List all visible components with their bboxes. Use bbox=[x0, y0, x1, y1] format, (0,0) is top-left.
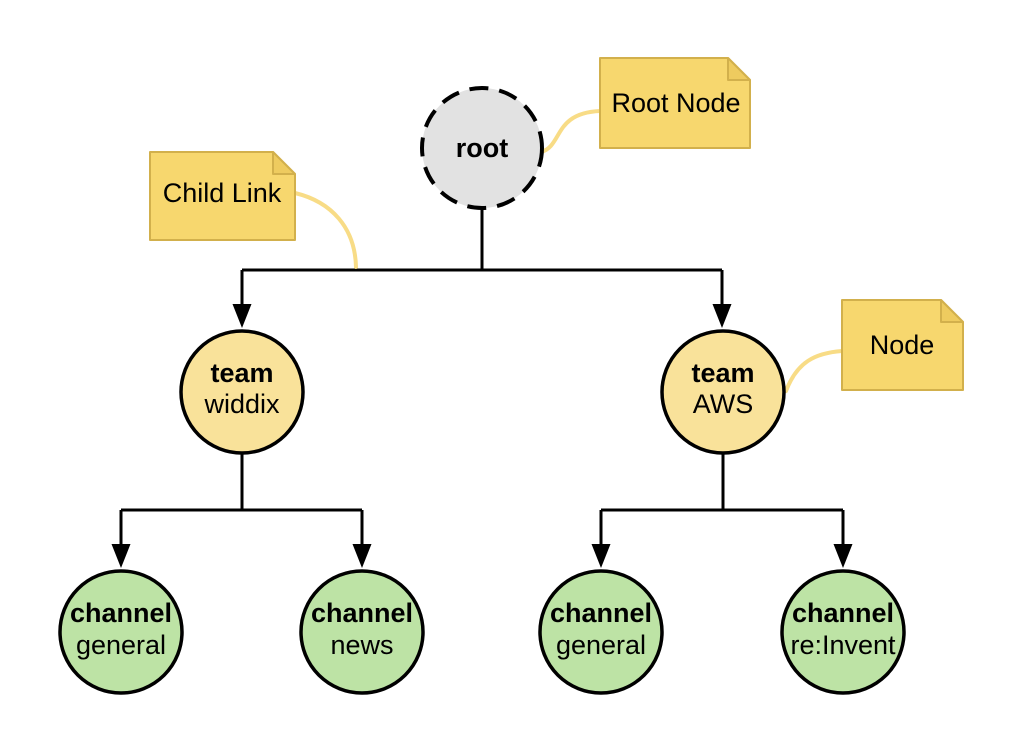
arrowhead-icon bbox=[591, 544, 611, 568]
arrowhead-icon bbox=[352, 544, 372, 568]
arrowhead-icon bbox=[833, 544, 853, 568]
channel-general-aws-circle bbox=[538, 569, 664, 695]
sticky-note-root-node: Root Node bbox=[599, 57, 751, 149]
team-widdix-circle bbox=[179, 329, 305, 455]
channel-type-label: channel bbox=[311, 598, 413, 628]
channel-type-label: channel bbox=[550, 598, 652, 628]
note-tail-root-node bbox=[539, 109, 602, 154]
note-tail-node bbox=[784, 349, 844, 393]
channel-name-label: news bbox=[330, 630, 393, 660]
root-node-label: root bbox=[456, 133, 508, 163]
links-root-to-teams bbox=[232, 208, 732, 328]
links-team-widdix-to-channels bbox=[111, 453, 372, 568]
team-aws-node: team AWS bbox=[660, 329, 786, 455]
team-widdix-name-label: widdix bbox=[203, 389, 280, 419]
team-widdix-node: team widdix bbox=[179, 329, 305, 455]
channel-news-circle bbox=[299, 569, 425, 695]
sticky-note-label: Child Link bbox=[163, 178, 282, 208]
channel-general-widdix-circle bbox=[58, 569, 184, 695]
sticky-note-label: Root Node bbox=[611, 88, 740, 118]
channel-type-label: channel bbox=[70, 598, 172, 628]
connector-team-aws-to-channels bbox=[599, 453, 845, 544]
note-tail-child-link bbox=[293, 191, 358, 269]
connector-root-to-teams bbox=[240, 208, 724, 304]
channel-general-aws-node: channel general bbox=[538, 569, 664, 695]
channel-general-widdix-node: channel general bbox=[58, 569, 184, 695]
sticky-note-label: Node bbox=[870, 330, 935, 360]
links-team-aws-to-channels bbox=[591, 453, 853, 568]
channel-reinvent-circle bbox=[780, 569, 906, 695]
team-aws-circle bbox=[660, 329, 786, 455]
arrowhead-icon bbox=[111, 544, 131, 568]
connector-team-widdix-to-channels bbox=[119, 453, 364, 544]
team-aws-type-label: team bbox=[691, 358, 754, 388]
sticky-note-shape bbox=[841, 299, 964, 391]
sticky-note-node: Node bbox=[841, 299, 964, 391]
sticky-note-fold-icon bbox=[940, 299, 964, 323]
arrowhead-icon bbox=[712, 304, 732, 328]
sticky-note-shape bbox=[599, 57, 751, 149]
sticky-note-fold-icon bbox=[727, 57, 751, 81]
root-node: root bbox=[420, 86, 544, 210]
channel-name-label: re:Invent bbox=[790, 630, 896, 660]
channel-news-node: channel news bbox=[299, 569, 425, 695]
team-widdix-type-label: team bbox=[210, 358, 273, 388]
channel-reinvent-node: channel re:Invent bbox=[780, 569, 906, 695]
channel-name-label: general bbox=[76, 630, 166, 660]
sticky-note-shape bbox=[149, 151, 296, 241]
arrowhead-icon bbox=[232, 304, 252, 328]
sticky-note-child-link: Child Link bbox=[149, 151, 296, 241]
channel-name-label: general bbox=[556, 630, 646, 660]
channel-type-label: channel bbox=[792, 598, 894, 628]
team-aws-name-label: AWS bbox=[693, 389, 754, 419]
root-node-circle bbox=[420, 86, 544, 210]
sticky-note-fold-icon bbox=[272, 151, 296, 175]
